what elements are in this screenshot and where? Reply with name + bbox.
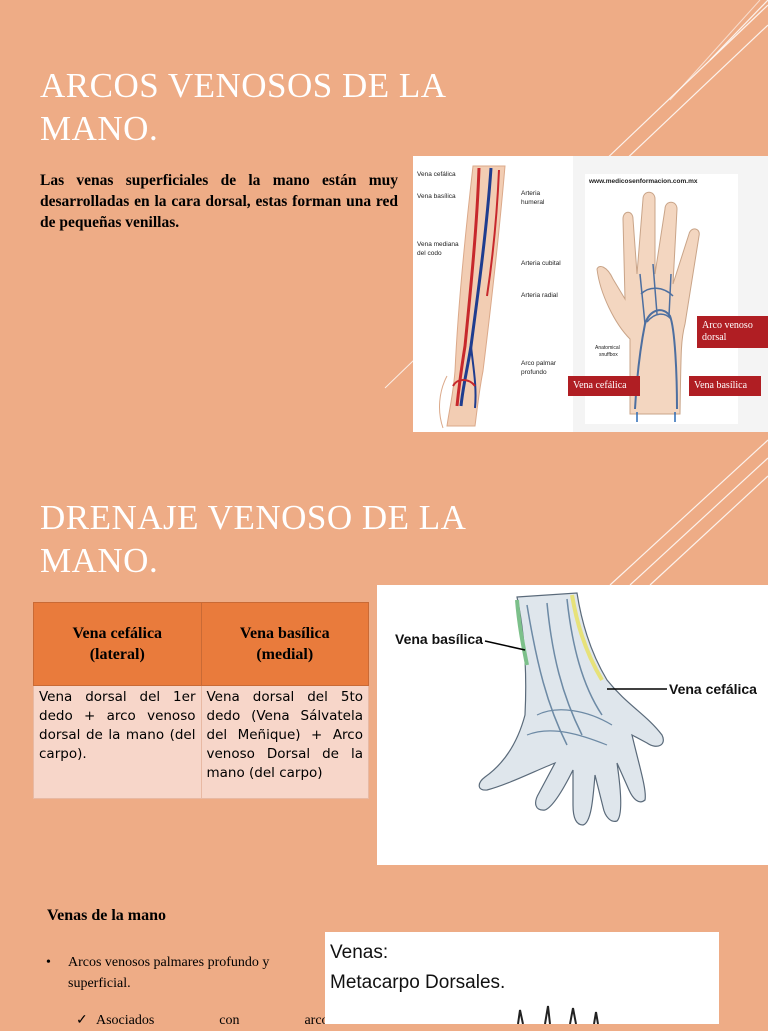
header-basilica-name: Vena basílica <box>239 625 330 642</box>
section-2-title-line2: MANO. <box>40 541 159 580</box>
cell-basilica-origin: Vena dorsal del 5to dedo (Vena Sálvatela… <box>200 685 369 799</box>
label-vena-cefalica-sketch: Vena cefálica <box>669 681 757 697</box>
fingers-sketch-icon <box>517 1005 599 1024</box>
label-snuffbox: Anatomical <box>595 345 620 351</box>
header-vena-cefalica: Vena cefálica (lateral) <box>33 602 202 686</box>
header-cefalica-name: Vena cefálica <box>72 625 163 642</box>
table-header-row: Vena cefálica (lateral) Vena basílica (m… <box>33 602 369 686</box>
section-1-title-line1: ARCOS VENOSOS DE LA <box>40 66 447 105</box>
figure-arcos-venosos: Vena cefálica Vena basílica Vena mediana… <box>413 156 768 432</box>
tag-vena-cefalica: Vena cefálica <box>568 376 640 396</box>
header-vena-basilica: Vena basílica (medial) <box>200 602 369 686</box>
label-vena-mediana: Vena mediana <box>417 241 459 248</box>
sub-bullet-word-2: con <box>219 1013 240 1028</box>
figure-3-line1: Venas: <box>330 942 389 963</box>
drainage-table: Vena cefálica (lateral) Vena basílica (m… <box>33 602 369 799</box>
label-vena-mediana-2: del codo <box>417 250 442 257</box>
sub-bullet-word-1: Asociados <box>96 1013 155 1028</box>
tag-arco-venoso-dorsal-line2: dorsal <box>702 332 727 343</box>
section-1-title: ARCOS VENOSOS DE LA MANO. <box>40 64 500 150</box>
tag-vena-basilica: Vena basílica <box>689 376 761 396</box>
bullet-list: • Arcos venosos palmares profundo y supe… <box>42 952 282 994</box>
label-vena-basilica-left: Vena basílica <box>417 193 456 200</box>
checkmark-icon: ✓ <box>76 1013 88 1028</box>
intro-paragraph: Las venas superficiales de la mano están… <box>40 172 398 231</box>
header-basilica-side: (medial) <box>256 646 314 663</box>
decorative-lines-mid <box>609 439 768 586</box>
tag-arco-venoso-dorsal-line1: Arco venoso <box>702 320 753 331</box>
figure-3-line2: Metacarpo Dorsales. <box>330 972 506 993</box>
cell-cefalica-origin: Vena dorsal del 1er dedo + arco venoso d… <box>33 685 202 799</box>
hand-veins-icon <box>596 191 700 422</box>
label-vena-cefalica-left: Vena cefálica <box>417 171 456 178</box>
label-arteria-humeral: Arteria <box>521 190 541 197</box>
decorative-lines-top <box>599 0 768 166</box>
section-2-title: DRENAJE VENOSO DE LA MANO. <box>40 496 510 582</box>
tag-arco-venoso-dorsal: Arco venoso dorsal <box>697 316 768 348</box>
label-arteria-humeral-2: humeral <box>521 199 545 206</box>
label-arco-palmar: Arco palmar <box>521 360 557 367</box>
header-cefalica-side: (lateral) <box>89 646 145 663</box>
label-arteria-radial: Arteria radial <box>521 292 558 299</box>
section-1-title-line2: MANO. <box>40 109 159 148</box>
figure-drenaje-venoso: Vena basílica Vena cefálica <box>377 585 768 865</box>
section-3-title: Venas de la mano <box>47 907 166 924</box>
label-vena-basilica-sketch: Vena basílica <box>395 631 483 647</box>
section-2-title-line1: DRENAJE VENOSO DE LA <box>40 498 467 537</box>
list-item: • Arcos venosos palmares profundo y supe… <box>42 952 282 994</box>
label-arco-palmar-2: profundo <box>521 369 547 376</box>
label-arteria-cubital: Arteria cubital <box>521 260 561 267</box>
watermark-text: www.medicosenformacion.com.mx <box>589 178 698 185</box>
table-row: Vena dorsal del 1er dedo + arco venoso d… <box>33 685 369 799</box>
figure-metacarpo-dorsales: Venas: Metacarpo Dorsales. <box>325 932 719 1024</box>
sub-bullet-list: ✓ Asociados con arcos <box>76 1010 334 1031</box>
bullet-1-text: Arcos venosos palmares profundo y superf… <box>68 955 270 991</box>
list-item: ✓ Asociados con arcos <box>76 1010 334 1031</box>
arm-vessels-icon <box>439 165 506 429</box>
arm-illustration <box>413 156 573 432</box>
drainage-table-wrap: Vena cefálica (lateral) Vena basílica (m… <box>33 602 369 799</box>
label-snuffbox-2: snuffbox <box>599 352 618 358</box>
bullet-dot-icon: • <box>46 955 51 970</box>
hand-vein-sketch-icon <box>478 592 667 826</box>
